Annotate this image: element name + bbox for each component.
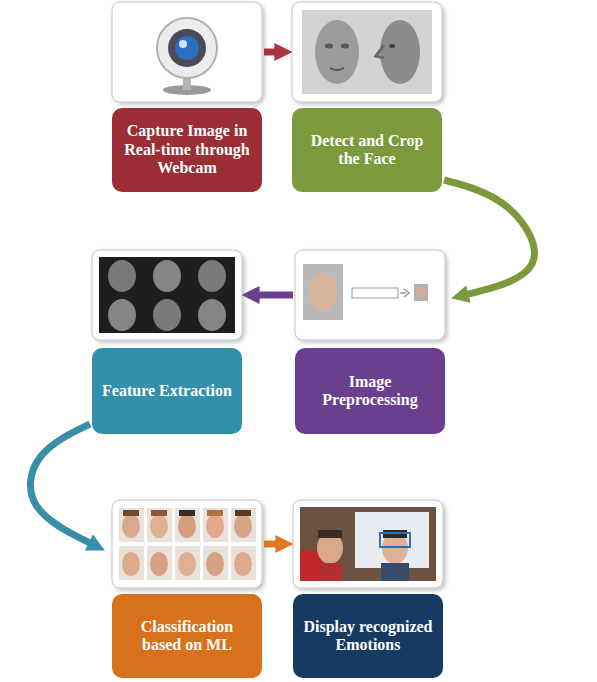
process-step: Feature Extraction bbox=[92, 250, 242, 434]
process-step: Display recognized Emotions bbox=[293, 500, 443, 678]
image-slot bbox=[112, 2, 262, 108]
step-label-box: Display recognized Emotions bbox=[293, 594, 443, 678]
preprocessing-card bbox=[295, 250, 445, 340]
step-label-box: Detect and Crop the Face bbox=[292, 108, 442, 192]
display-card bbox=[293, 500, 443, 588]
step-label-box: Feature Extraction bbox=[92, 348, 242, 434]
process-step: Capture Image in Real-time through Webca… bbox=[112, 2, 262, 192]
image-slot bbox=[293, 500, 443, 594]
image-slot bbox=[112, 500, 262, 594]
flow-arrow bbox=[444, 180, 534, 295]
classification-card bbox=[112, 500, 262, 588]
step-label-box: Classification based on ML bbox=[112, 594, 262, 678]
step-label: Classification based on ML bbox=[120, 618, 254, 655]
image-slot bbox=[92, 250, 242, 348]
flow-arrow bbox=[264, 541, 279, 548]
step-label: Detect and Crop the Face bbox=[300, 132, 434, 169]
step-label: Feature Extraction bbox=[102, 382, 232, 400]
step-label: Image Preprocessing bbox=[303, 373, 437, 410]
process-step: Detect and Crop the Face bbox=[292, 2, 442, 192]
face-detection-card bbox=[292, 2, 442, 102]
process-step: Image Preprocessing bbox=[295, 250, 445, 434]
webcam-card bbox=[112, 2, 262, 102]
step-label-box: Image Preprocessing bbox=[295, 348, 445, 434]
step-label: Capture Image in Real-time through Webca… bbox=[120, 122, 254, 177]
image-slot bbox=[295, 250, 445, 348]
flow-arrow bbox=[30, 424, 92, 544]
step-label-box: Capture Image in Real-time through Webca… bbox=[112, 108, 262, 192]
process-step: Classification based on ML bbox=[112, 500, 262, 678]
feature-extraction-card bbox=[92, 250, 242, 340]
flow-arrow bbox=[264, 49, 278, 56]
image-slot bbox=[292, 2, 442, 108]
flow-arrow bbox=[256, 292, 293, 299]
step-label: Display recognized Emotions bbox=[301, 618, 435, 655]
